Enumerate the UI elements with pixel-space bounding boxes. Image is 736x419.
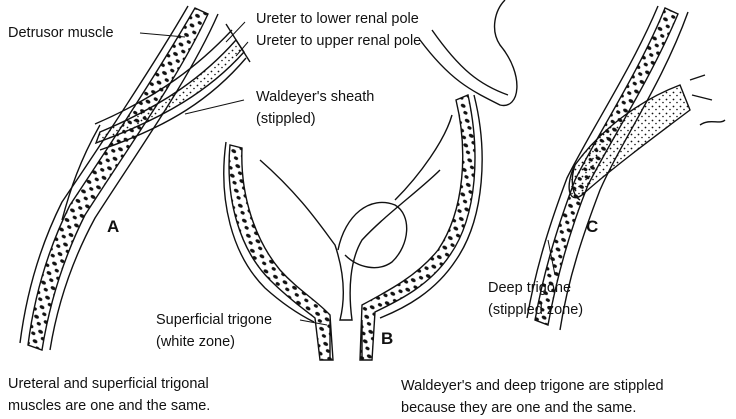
panel-label-c: C [586, 218, 598, 236]
label-detrusor-muscle: Detrusor muscle [8, 24, 114, 42]
caption-right-line1: Waldeyer's and deep trigone are stippled [401, 376, 664, 397]
label-superficial-trigone-note: (white zone) [156, 333, 235, 351]
panel-a-drawing [20, 6, 250, 350]
caption-right-line2: because they are one and the same. [401, 398, 636, 419]
label-ureter-lower: Ureter to lower renal pole [256, 10, 419, 28]
caption-left-line2: muscles are one and the same. [8, 396, 210, 417]
panel-label-b: B [381, 330, 393, 348]
panel-b-drawing [224, 0, 517, 360]
panel-label-a: A [107, 218, 119, 236]
caption-left-line1: Ureteral and superficial trigonal [8, 374, 209, 395]
label-superficial-trigone: Superficial trigone [156, 311, 272, 329]
label-deep-trigone-note: (stippled zone) [488, 301, 583, 319]
label-deep-trigone: Deep trigone [488, 279, 571, 297]
label-ureter-upper: Ureter to upper renal pole [256, 32, 421, 50]
label-waldeyer-sheath: Waldeyer's sheath [256, 88, 374, 106]
label-waldeyer-note: (stippled) [256, 110, 316, 128]
